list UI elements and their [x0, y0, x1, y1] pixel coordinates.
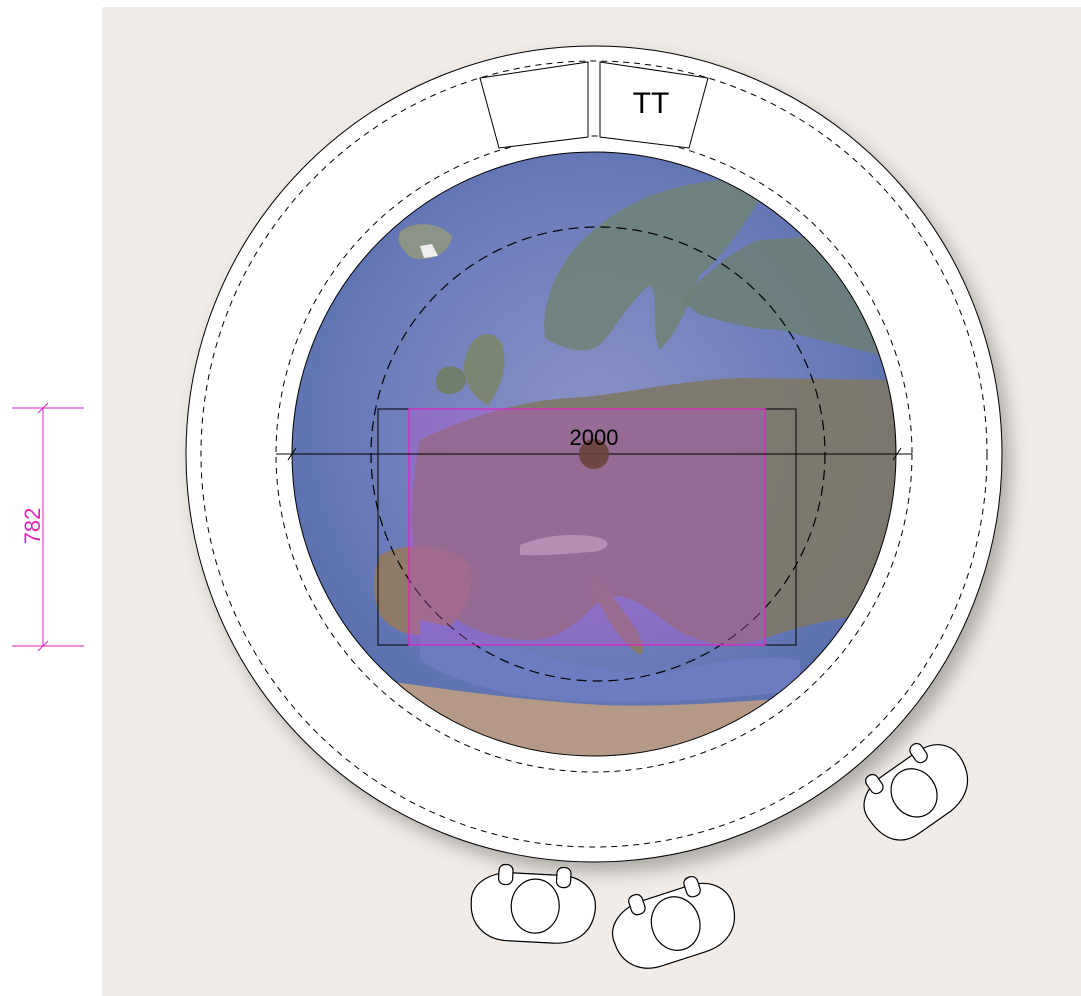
person-top-view-icon: [612, 875, 735, 969]
tt-label: TT: [633, 87, 670, 120]
height-dimension: [12, 402, 84, 652]
center-marker: [579, 439, 609, 469]
height-dimension-label: 782: [20, 508, 45, 545]
width-dimension-tick-left: [287, 447, 297, 461]
ring-segment-tt: [599, 61, 709, 149]
ring-dashed-outer: [200, 60, 988, 848]
width-dimension-label: 2000: [570, 425, 619, 450]
person-top-view-icon: [470, 863, 596, 944]
person-top-view-icon: [863, 742, 969, 841]
width-dimension-tick-right: [892, 447, 902, 461]
ring-segment-empty: [479, 61, 589, 149]
